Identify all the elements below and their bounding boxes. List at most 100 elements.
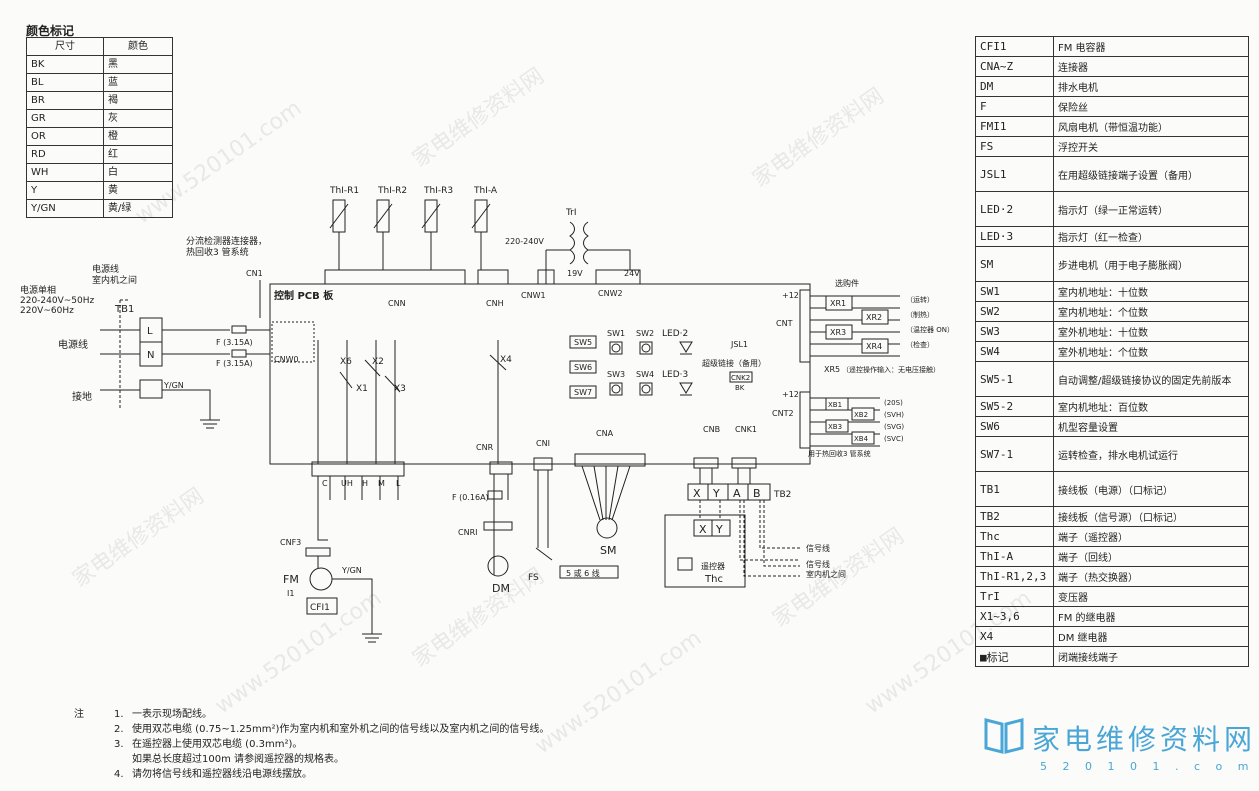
fs-label: FS	[528, 573, 539, 583]
component-code: SW1	[975, 281, 1054, 302]
fan-pin-m: M	[378, 479, 385, 488]
note-number	[114, 752, 132, 767]
cnt-label: CNT	[776, 319, 793, 328]
note-number: 3.	[114, 739, 124, 750]
v-in-label: 220-240V	[505, 237, 544, 246]
cnt2-connector	[799, 391, 811, 449]
cnwo-label: CNW0	[274, 355, 299, 364]
fuse-1-label: F (3.15A)	[216, 338, 253, 347]
power-voltage-2: 220V~60Hz	[20, 306, 74, 316]
xr3-relay	[825, 324, 853, 340]
ground-wire	[162, 389, 211, 420]
xr4-relay	[861, 338, 889, 354]
remote-input-label: （遥控操作输入：无电压接触）	[842, 365, 940, 374]
sw4-dial-knob	[641, 384, 651, 394]
options-label: 选购件	[835, 278, 859, 288]
th-r1-label: ThI-R1	[329, 186, 359, 196]
xb2-label: XB2	[854, 411, 868, 419]
power-cable-label: 电源线	[92, 263, 119, 275]
note-number: 1.	[114, 709, 124, 720]
cfi1-label: CFI1	[310, 603, 330, 613]
cnt2-plus12: +12	[782, 390, 799, 399]
component-code: X4	[975, 626, 1054, 647]
xb2-relay	[851, 407, 875, 421]
book-logo-icon	[984, 718, 1024, 754]
cnt-plus12: +12	[782, 291, 799, 300]
sw2-dial-knob	[641, 343, 651, 353]
fuse-1	[231, 325, 247, 334]
x4-label: X4	[500, 355, 512, 365]
cnh-connector	[477, 269, 509, 285]
cnri-label: CNRI	[458, 528, 478, 537]
fan-connector	[311, 461, 405, 477]
tr-label: TrI	[565, 208, 577, 218]
note-text: 在遥控器上使用双芯电缆 (0.3mm²)。	[132, 739, 303, 750]
component-row: ■标记闭端接线端子	[975, 646, 1249, 667]
component-code: ThI-R1,2,3	[975, 566, 1054, 587]
cnt-wires	[810, 295, 900, 357]
remote-x: X	[699, 523, 707, 536]
sm-label: SM	[600, 544, 616, 557]
logo-name: 家电维修资料网	[1032, 723, 1257, 756]
fan-pin-h: H	[362, 479, 368, 488]
xr1-relay	[825, 295, 853, 311]
component-desc: 接线板（电源）（口标记）	[1053, 471, 1249, 507]
split-note-1: 分流检测器连接器，	[186, 235, 267, 247]
signal-label-1: 信号线	[806, 543, 830, 553]
tb2-dividers	[707, 484, 749, 500]
sw2-dial	[639, 341, 653, 355]
x6-label: X6	[340, 357, 352, 367]
note-text: 请勿将信号线和遥控器线沿电源线摆放。	[132, 769, 312, 780]
sw3-dial-knob	[611, 384, 621, 394]
note-text: 使用双芯电缆 (0.75~1.25mm²)作为室内机和室外机之间的信号线以及室内…	[132, 724, 550, 735]
dm-label: DM	[492, 582, 510, 595]
dm-fuse	[487, 490, 503, 500]
fm-ground-color: Y/GN	[341, 566, 362, 575]
note-text: 如果总长度超过100m 请参阅遥控器的规格表。	[132, 754, 345, 765]
sw5-switch	[569, 335, 597, 349]
cnr-connector	[489, 461, 513, 475]
tb2-x: X	[693, 487, 701, 500]
sw2-label: SW2	[636, 329, 654, 338]
fuse-wires	[246, 329, 270, 355]
pcb-board	[269, 283, 811, 465]
heat-recovery-label: 用于热回收3 管系统	[808, 449, 871, 458]
xb1-label: XB1	[828, 401, 842, 409]
float-switch-wires	[535, 470, 553, 561]
sw4-label: SW4	[636, 370, 654, 379]
tb1-n: N	[147, 350, 154, 361]
thc-thermistor	[677, 557, 693, 571]
xb4-relay	[851, 431, 875, 445]
fuse-2-label: F (3.15A)	[216, 359, 253, 368]
cna-connector	[574, 453, 646, 467]
power-title: 电源单相	[20, 284, 56, 296]
cnk1-connector	[731, 457, 757, 469]
xr2-label: XR2	[866, 313, 882, 322]
tb2-wires	[699, 468, 751, 484]
signal-label-2: 信号线	[806, 559, 830, 569]
cnb-label: CNB	[703, 425, 720, 434]
legend-color: 褐	[103, 91, 173, 110]
xb2-function: (SVH)	[884, 411, 904, 419]
xb1-relay	[825, 397, 849, 411]
logo-url: 5 2 0 1 0 1 . c o m	[1040, 760, 1255, 773]
dm-fuse-label: F (0.16A)	[452, 493, 489, 502]
component-code: SW5-2	[975, 396, 1054, 417]
fan-pin-uh: UH	[341, 479, 353, 488]
fan-pin-c: C	[322, 479, 328, 488]
cni-connector	[533, 457, 553, 471]
fuse-2	[231, 349, 247, 358]
sw1-dial	[609, 341, 623, 355]
cnw1-connector	[537, 269, 555, 285]
